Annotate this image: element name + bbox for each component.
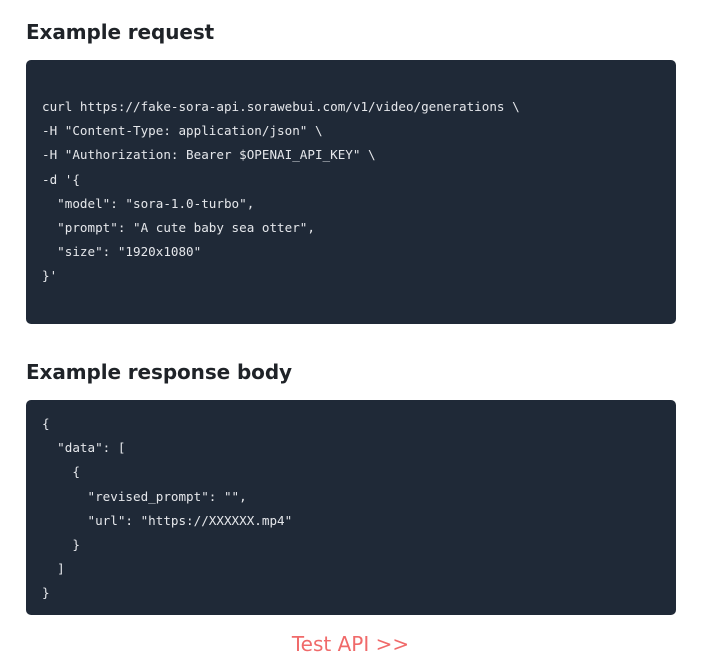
example-request-heading: Example request — [26, 20, 215, 44]
example-response-heading: Example response body — [26, 360, 292, 384]
request-code-block: curl https://fake-sora-api.sorawebui.com… — [26, 60, 676, 324]
response-code-block: { "data": [ { "revised_prompt": "", "url… — [26, 400, 676, 615]
request-code: curl https://fake-sora-api.sorawebui.com… — [42, 99, 520, 284]
test-api-link[interactable]: Test API >> — [291, 632, 410, 656]
response-code: { "data": [ { "revised_prompt": "", "url… — [42, 416, 293, 601]
